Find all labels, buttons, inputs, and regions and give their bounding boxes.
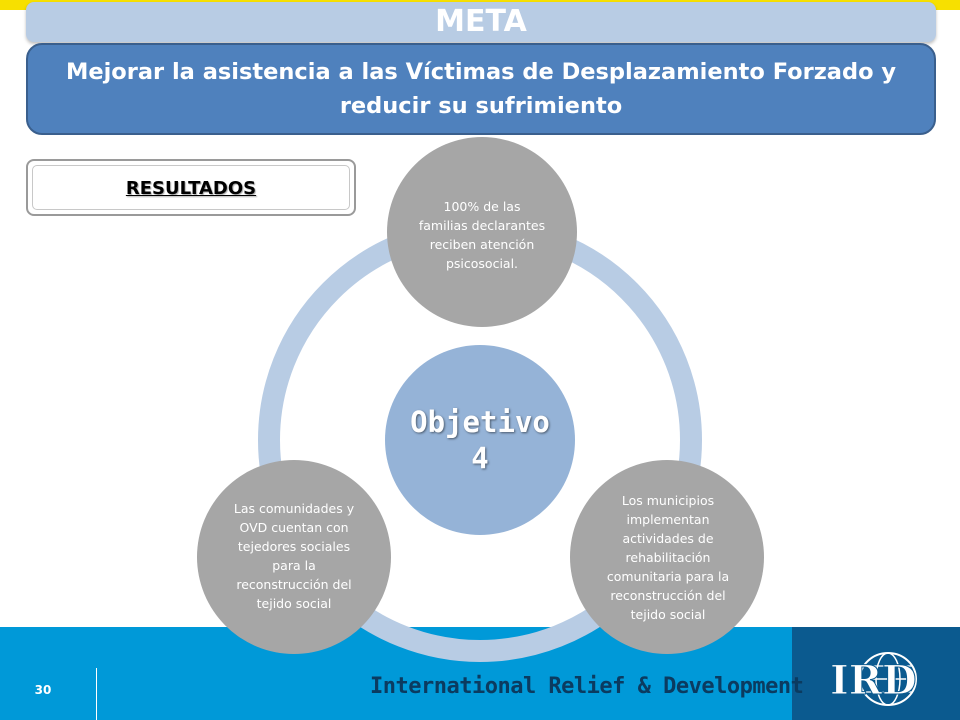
ird-logo: IRD bbox=[830, 652, 917, 706]
result-top-label: 100% de las familias declarantes reciben… bbox=[418, 180, 546, 290]
result-circle-right bbox=[570, 460, 764, 654]
meta-title: META bbox=[435, 4, 527, 39]
results-label-inner: RESULTADOS bbox=[32, 165, 350, 210]
results-label-box: RESULTADOS bbox=[26, 159, 356, 216]
goal-text: Mejorar la asistencia a las Víctimas de … bbox=[65, 59, 897, 119]
result-right-label: Los municipios implementan actividades d… bbox=[598, 482, 738, 632]
result-left-text: Las comunidades y OVD cuentan con tejedo… bbox=[233, 501, 355, 611]
ird-logo-letters: IRD bbox=[830, 657, 917, 704]
result-top-text: 100% de las familias declarantes reciben… bbox=[418, 199, 546, 271]
result-left-label: Las comunidades y OVD cuentan con tejedo… bbox=[226, 490, 362, 622]
center-objective-text: Objetivo 4 bbox=[410, 405, 550, 475]
center-objective-label: Objetivo 4 bbox=[400, 395, 560, 485]
organization-name: International Relief & Development bbox=[370, 674, 804, 699]
results-label: RESULTADOS bbox=[125, 178, 257, 199]
result-circle-left bbox=[197, 460, 391, 654]
center-circle bbox=[385, 345, 575, 535]
footer-divider bbox=[96, 668, 97, 720]
result-circle-top bbox=[387, 137, 577, 327]
result-right-text: Los municipios implementan actividades d… bbox=[606, 492, 730, 622]
page-number: 30 bbox=[34, 683, 52, 697]
meta-title-bar: META bbox=[26, 2, 936, 42]
goal-box: Mejorar la asistencia a las Víctimas de … bbox=[26, 43, 936, 135]
